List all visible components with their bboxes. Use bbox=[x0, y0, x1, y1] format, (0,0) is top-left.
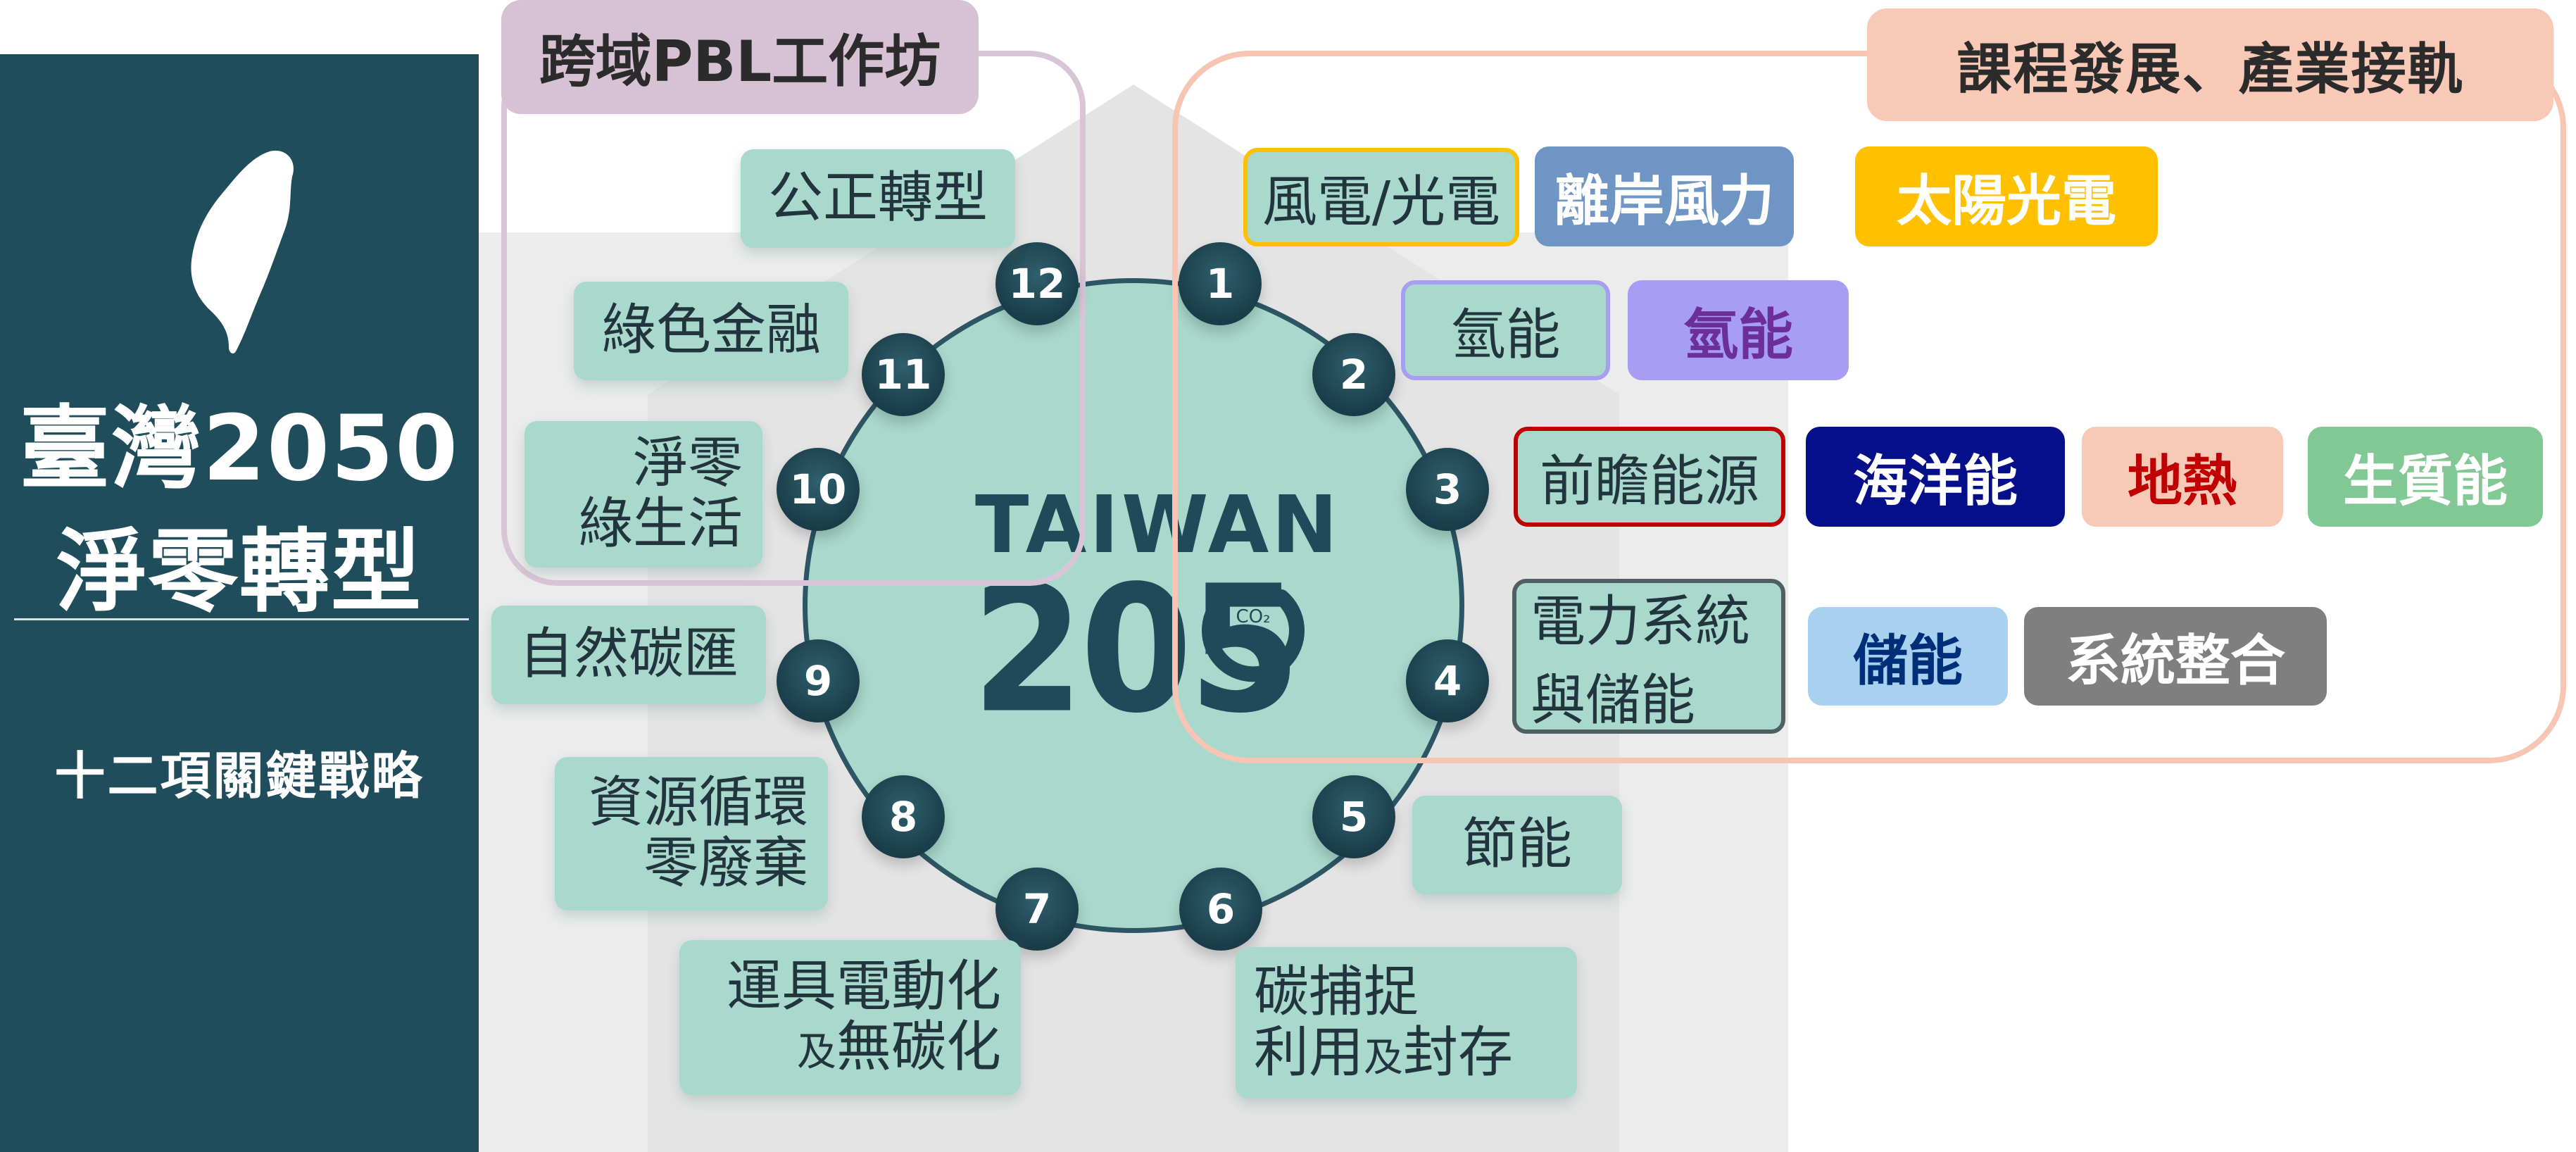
subtitle: 十二項關鍵戰略 bbox=[54, 746, 425, 806]
strategy-8-label: 資源循環 零廢棄 bbox=[555, 757, 828, 910]
strategy-3-label: 前瞻能源 bbox=[1514, 427, 1785, 527]
chip-storage: 儲能 bbox=[1808, 607, 2008, 706]
chip-system-integration: 系統整合 bbox=[2024, 607, 2327, 706]
strategy-12-label: 公正轉型 bbox=[741, 149, 1015, 248]
strategy-6-label: 碳捕捉 利用及封存 bbox=[1236, 947, 1577, 1098]
node-4: 4 bbox=[1406, 639, 1489, 722]
node-9: 9 bbox=[777, 639, 860, 722]
node-7: 7 bbox=[995, 868, 1079, 951]
node-5: 5 bbox=[1312, 775, 1395, 858]
strategy-5-label: 節能 bbox=[1412, 796, 1622, 894]
strategy-10-label: 淨零 綠生活 bbox=[524, 421, 762, 568]
main-title-line2: 淨零轉型 bbox=[56, 520, 422, 625]
node-12: 12 bbox=[995, 242, 1079, 325]
chip-offshore-wind: 離岸風力 bbox=[1535, 146, 1794, 246]
strategy-11-label: 綠色金融 bbox=[574, 282, 848, 380]
strategy-2-label: 氫能 bbox=[1401, 280, 1610, 380]
strategy-9-label: 自然碳匯 bbox=[491, 606, 766, 704]
chip-solar: 太陽光電 bbox=[1855, 146, 2158, 246]
strategy-1-label: 風電/光電 bbox=[1243, 148, 1519, 246]
chip-geothermal: 地熱 bbox=[2082, 427, 2283, 527]
node-3: 3 bbox=[1406, 448, 1489, 531]
chip-hydrogen: 氫能 bbox=[1628, 280, 1849, 380]
node-6: 6 bbox=[1179, 868, 1262, 951]
main-title-line1: 臺灣2050 bbox=[19, 396, 460, 501]
node-1: 1 bbox=[1179, 242, 1262, 325]
node-2: 2 bbox=[1312, 333, 1395, 416]
industry-tag: 課程發展、產業接軌 bbox=[1867, 8, 2553, 121]
chip-ocean: 海洋能 bbox=[1806, 427, 2065, 527]
co2-label: CO₂ bbox=[1236, 606, 1270, 627]
node-11: 11 bbox=[862, 333, 945, 416]
taiwan-map-icon bbox=[191, 150, 294, 353]
node-10: 10 bbox=[777, 448, 860, 531]
strategy-7-label: 運具電動化 及無碳化 bbox=[679, 940, 1021, 1095]
divider bbox=[14, 618, 469, 620]
chip-biomass: 生質能 bbox=[2308, 427, 2543, 527]
node-8: 8 bbox=[862, 775, 945, 858]
strategy-4-label: 電力系統 與儲能 bbox=[1512, 579, 1785, 734]
co2-gauge-icon: CO₂ bbox=[1202, 589, 1305, 682]
pbl-workshop-tag: 跨域PBL工作坊 bbox=[501, 0, 979, 114]
sidebar-panel: 臺灣2050 淨零轉型 十二項關鍵戰略 bbox=[0, 54, 479, 1152]
